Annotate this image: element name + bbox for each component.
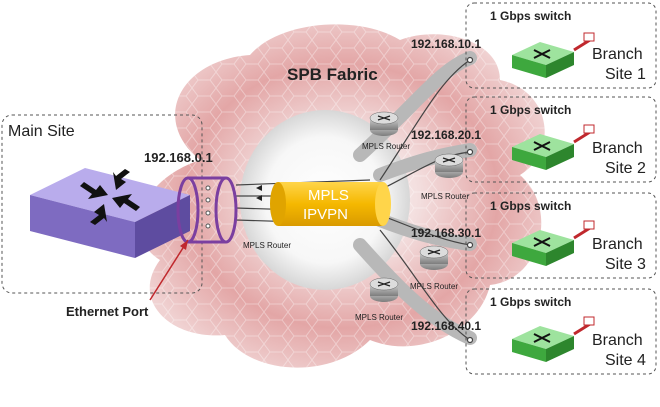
- fabric-label: SPB Fabric: [287, 65, 378, 84]
- router-label: MPLS Router: [421, 192, 469, 201]
- branch-box: [465, 2, 657, 89]
- branch-ip: 192.168.40.1: [411, 319, 481, 333]
- flow-arrows: [256, 185, 262, 201]
- branch-site-4: 1 Gbps switch 192.168.40.1 Branch Site 4: [411, 288, 657, 375]
- cable-plug-icon: [573, 124, 595, 144]
- switch-arrows-icon: [80, 169, 140, 225]
- main-site-label: Main Site: [8, 123, 75, 140]
- switch-arrows-icon: [533, 237, 551, 247]
- main-site-ip: 192.168.0.1: [144, 150, 213, 165]
- branch-box: [465, 96, 657, 183]
- switch-arrows-icon: [533, 49, 551, 59]
- branch-site-3: 1 Gbps switch 192.168.30.1 Branch Site 3: [411, 192, 657, 279]
- router-label: MPLS Router: [362, 142, 410, 151]
- branch-site-2: 1 Gbps switch 192.168.20.1 Branch Site 2: [411, 96, 657, 183]
- mpls-router: MPLS Router: [362, 111, 410, 151]
- mpls-router: MPLS Router: [410, 245, 458, 291]
- branch-box: [465, 288, 657, 375]
- mpls-label-line2: IPVPN: [303, 206, 348, 223]
- switch-speed-label: 1 Gbps switch: [490, 199, 571, 213]
- router-label: MPLS Router: [355, 313, 403, 322]
- router-icon: [377, 115, 391, 121]
- branch-box: [465, 192, 657, 279]
- branch-switch: [512, 42, 574, 78]
- branch-switch: [512, 134, 574, 170]
- branch-name-line1: Branch: [592, 236, 643, 253]
- router-label: MPLS Router: [243, 241, 291, 250]
- branch-name-line2: Site 3: [605, 256, 646, 273]
- main-site-box: [1, 114, 203, 294]
- branch-ip: 192.168.20.1: [411, 128, 481, 142]
- branch-switch: [512, 326, 574, 362]
- router-label: MPLS Router: [410, 282, 458, 291]
- mpls-label-line1: MPLS: [308, 187, 349, 204]
- branch-name-line2: Site 4: [605, 352, 646, 369]
- switch-speed-label: 1 Gbps switch: [490, 103, 571, 117]
- mpls-router: MPLS Router: [421, 153, 469, 201]
- router-icon: [427, 249, 441, 255]
- mpls-ipvpn: MPLS IPVPN: [270, 182, 391, 226]
- branch-ip: 192.168.10.1: [411, 37, 481, 51]
- ethernet-port-label: Ethernet Port: [66, 304, 149, 319]
- ethernet-port: [176, 176, 238, 244]
- branch-name-line1: Branch: [592, 140, 643, 157]
- router-icon: [377, 281, 391, 287]
- main-switch: [30, 168, 190, 258]
- branch-ip: 192.168.30.1: [411, 226, 481, 240]
- switch-arrows-icon: [533, 141, 551, 151]
- router-icon: [442, 157, 456, 163]
- branch-name-line2: Site 1: [605, 66, 646, 83]
- switch-speed-label: 1 Gbps switch: [490, 9, 571, 23]
- cable-plug-icon: [573, 220, 595, 240]
- main-site: Main Site 192.168.0.1: [1, 114, 213, 294]
- arrowhead-icon: [180, 240, 188, 250]
- ethernet-port-arrow: [149, 239, 189, 301]
- branch-name-line1: Branch: [592, 332, 643, 349]
- cable-plug-icon: [573, 32, 595, 52]
- branch-name-line2: Site 2: [605, 160, 646, 177]
- cable-plug-icon: [573, 316, 595, 336]
- branch-switch: [512, 230, 574, 266]
- switch-speed-label: 1 Gbps switch: [490, 295, 571, 309]
- branch-site-1: 1 Gbps switch 192.168.10.1 Branch Site 1: [411, 2, 657, 89]
- branch-name-line1: Branch: [592, 46, 643, 63]
- switch-arrows-icon: [533, 333, 551, 343]
- mpls-router: MPLS Router: [355, 277, 403, 322]
